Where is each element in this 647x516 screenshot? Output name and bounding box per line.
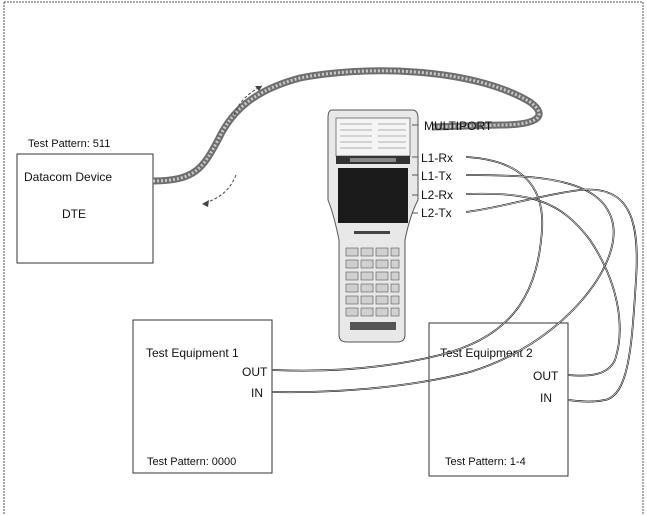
handheld-analyzer [327, 109, 419, 343]
te2-in-label: IN [540, 391, 552, 405]
dte-box: Test Pattern: 511 Datacom Device DTE [16, 138, 154, 264]
te2-out-label: OUT [533, 369, 559, 383]
port-l2-tx: L2-Tx [421, 206, 452, 220]
port-multiport: MULTIPORT [424, 119, 493, 133]
dte-type-label: DTE [62, 207, 86, 221]
outer-frame [3, 1, 644, 514]
te2-pattern: Test Pattern: 1-4 [445, 456, 526, 468]
te1-in-label: IN [251, 386, 263, 400]
port-l2-rx: L2-Rx [421, 188, 453, 202]
dte-device-name: Datacom Device [24, 170, 112, 184]
motion-arrow-bottom [204, 174, 237, 204]
te1-pattern: Test Pattern: 0000 [147, 456, 236, 468]
port-l1-rx: L1-Rx [421, 151, 453, 165]
analyzer-display [338, 168, 408, 223]
dte-pattern-label: Test Pattern: 511 [28, 138, 110, 150]
te1-title: Test Equipment 1 [146, 346, 239, 360]
te2-title: Test Equipment 2 [440, 346, 533, 360]
test-equipment-1-box: Test Equipment 1 OUT IN Test Pattern: 00… [132, 319, 273, 474]
te1-out-label: OUT [242, 365, 268, 379]
analyzer-keypad [345, 247, 400, 317]
test-equipment-2-box: Test Equipment 2 OUT IN Test Pattern: 1-… [428, 322, 569, 477]
port-l1-tx: L1-Tx [421, 169, 452, 183]
